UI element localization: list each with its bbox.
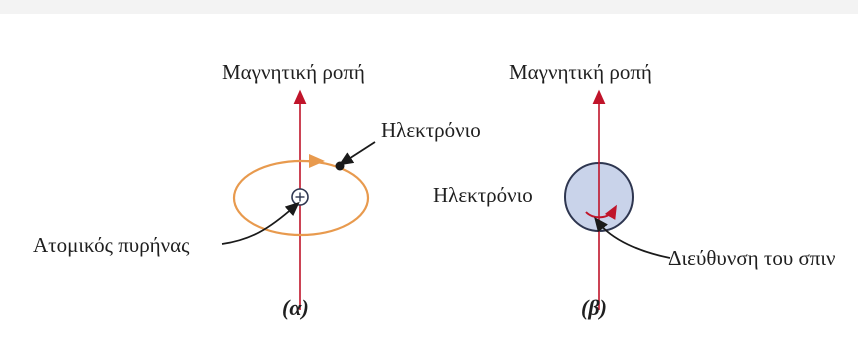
panel-a	[221, 89, 376, 310]
electron-pointer-a	[338, 141, 376, 166]
electron-label-b: Ηλεκτρόνιο	[433, 183, 533, 207]
nucleus-label: Ατομικός πυρήνας	[33, 233, 190, 257]
nucleus-pointer	[221, 201, 300, 245]
magnetic-moment-label-b: Μαγνητική ροπή	[509, 60, 652, 84]
spin-pointer	[594, 217, 671, 259]
magnetic-moment-label-a: Μαγνητική ροπή	[222, 60, 365, 84]
caption-a: (α)	[282, 295, 309, 320]
electron-label-a: Ηλεκτρόνιο	[381, 118, 481, 142]
orbiting-electron	[335, 161, 345, 171]
top-band	[0, 0, 858, 14]
caption-b: (β)	[581, 295, 607, 320]
panel-b	[564, 89, 671, 310]
spin-direction-label: Διεύθυνση του σπιν	[668, 246, 836, 270]
